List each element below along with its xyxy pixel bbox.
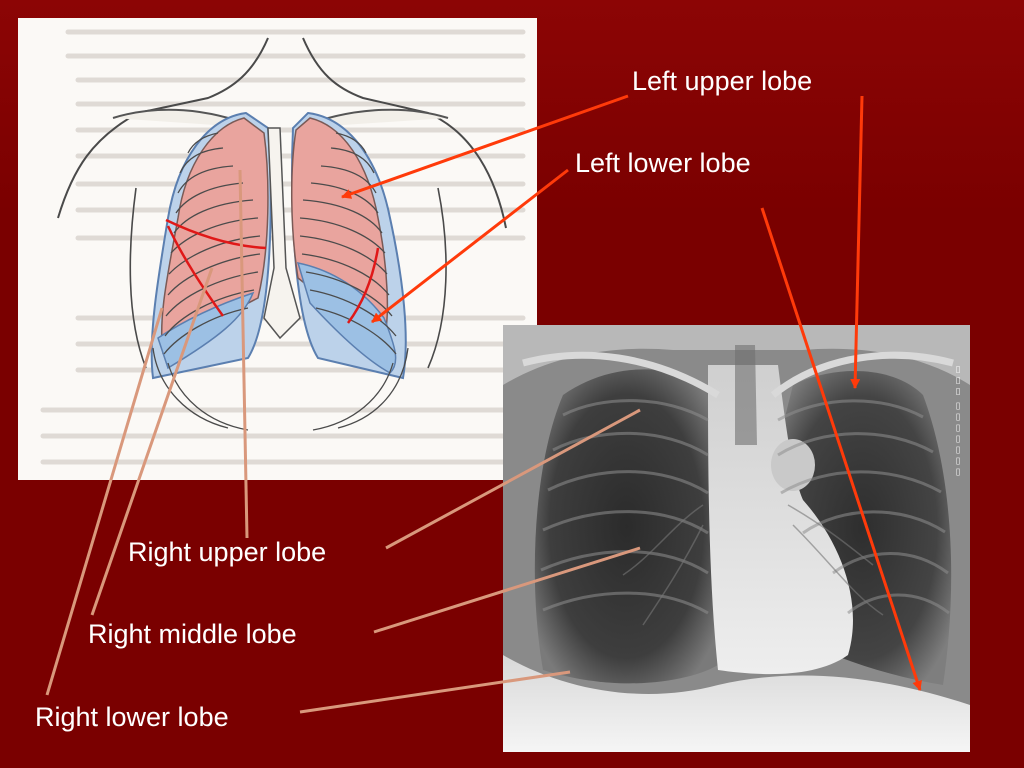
- line-right-upper-lobe-illustration: [238, 169, 249, 539]
- line-right-middle-lobe-xray: [373, 546, 641, 634]
- chest-xray-image: ▯▯▯ ▯▯▯▯▯▯▯: [503, 325, 970, 752]
- label-left-lower-lobe: Left lower lobe: [575, 148, 751, 178]
- label-right-middle-lobe: Right middle lobe: [88, 619, 297, 649]
- xray-marker-text: ▯▯▯ ▯▯▯▯▯▯▯: [954, 365, 964, 479]
- line-right-lower-lobe-illustration: [45, 307, 164, 696]
- arrow-left-lower-lobe-xray: [760, 207, 922, 691]
- arrow-left-lower-lobe-illustration: [371, 168, 569, 324]
- label-right-lower-lobe: Right lower lobe: [35, 702, 229, 732]
- label-left-upper-lobe: Left upper lobe: [632, 66, 813, 96]
- label-right-upper-lobe: Right upper lobe: [128, 537, 327, 567]
- line-right-middle-lobe-illustration: [90, 267, 214, 616]
- arrow-left-upper-lobe-illustration: [341, 94, 629, 199]
- arrow-left-upper-lobe-xray: [850, 95, 864, 389]
- lung-anatomy-illustration: [18, 18, 537, 480]
- line-right-upper-lobe-xray: [385, 408, 641, 550]
- line-right-lower-lobe-xray: [299, 670, 571, 714]
